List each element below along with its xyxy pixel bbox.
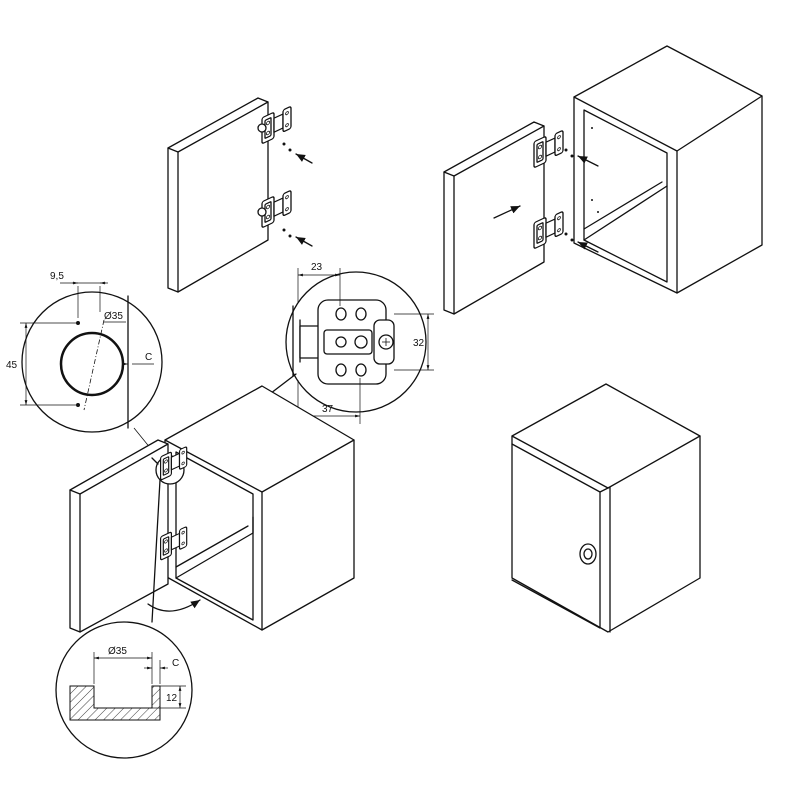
arrow-icon [577,241,599,253]
arrow-icon [493,205,521,219]
dim-plate-height: 32 [413,338,425,349]
cabinet-open-door [69,385,355,633]
section-detail-circle: Ø35 C 12 [55,479,193,759]
door-panel [443,121,599,315]
dim-plate-depth: 37 [322,404,334,415]
door-with-hinges [167,97,313,293]
dim-plate-width: 23 [311,262,323,273]
rotation-arrow-icon [147,599,201,612]
dim-hole-spacing: 45 [6,360,18,371]
dim-hole-offset: 9,5 [50,271,64,282]
arrow-icon [295,153,313,247]
hole-detail-circle: 9,5 Ø35 45 C [6,271,163,461]
dim-hole-diameter: Ø35 [104,311,123,322]
dim-edge-distance: C [145,352,152,363]
dim-section-depth: 12 [166,693,178,704]
dim-section-diameter: Ø35 [108,646,127,657]
cabinet-box-open [573,45,763,294]
knob-icon [579,543,597,565]
dim-section-edge: C [172,658,179,669]
arrow-icon [577,155,599,167]
cabinet-closed [511,383,701,633]
hinge-plate-detail-circle: 23 32 37 [185,262,434,459]
